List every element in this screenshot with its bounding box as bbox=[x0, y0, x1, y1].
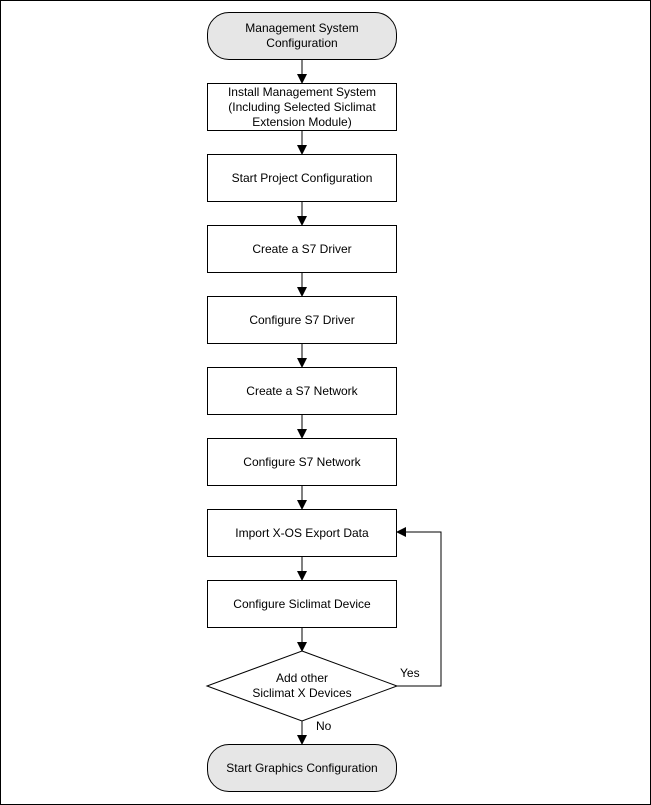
create-network-step: Create a S7 Network bbox=[207, 367, 397, 415]
install-label: Install Management System (Including Sel… bbox=[227, 84, 377, 129]
configure-driver-step: Configure S7 Driver bbox=[207, 296, 397, 344]
configure-device-label: Configure Siclimat Device bbox=[233, 596, 371, 611]
arrow-yes-loop bbox=[396, 527, 442, 687]
start-project-label: Start Project Configuration bbox=[231, 170, 373, 185]
configure-network-label: Configure S7 Network bbox=[243, 454, 361, 469]
create-driver-label: Create a S7 Driver bbox=[252, 241, 352, 256]
yes-label: Yes bbox=[400, 666, 420, 680]
start-project-step: Start Project Configuration bbox=[207, 154, 397, 202]
decision-text: Add other Siclimat X Devices bbox=[227, 661, 377, 711]
decision-label: Add other Siclimat X Devices bbox=[252, 671, 352, 700]
import-data-step: Import X-OS Export Data bbox=[207, 509, 397, 557]
decision-diamond bbox=[205, 650, 399, 722]
start-terminator: Management System Configuration bbox=[207, 12, 397, 60]
start-label: Management System Configuration bbox=[245, 21, 359, 50]
end-terminator: Start Graphics Configuration bbox=[207, 744, 397, 792]
install-step: Install Management System (Including Sel… bbox=[207, 83, 397, 131]
create-network-label: Create a S7 Network bbox=[246, 383, 358, 398]
configure-network-step: Configure S7 Network bbox=[207, 438, 397, 486]
configure-device-step: Configure Siclimat Device bbox=[207, 580, 397, 628]
create-driver-step: Create a S7 Driver bbox=[207, 225, 397, 273]
import-data-label: Import X-OS Export Data bbox=[235, 525, 369, 540]
configure-driver-label: Configure S7 Driver bbox=[249, 312, 355, 327]
end-label: Start Graphics Configuration bbox=[226, 760, 378, 775]
no-label: No bbox=[316, 719, 332, 733]
